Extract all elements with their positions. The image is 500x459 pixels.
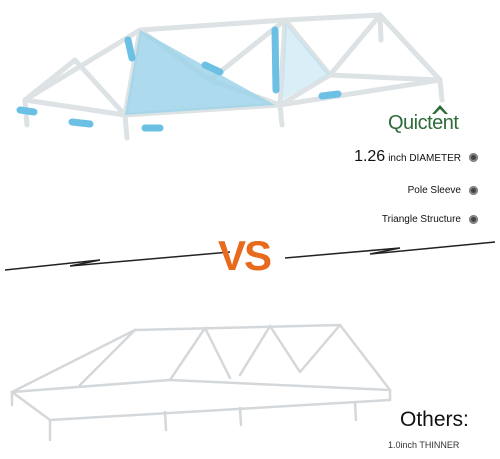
feature-diameter: 1.26 inch DIAMETER	[354, 148, 478, 166]
others-note: 1.0inch THINNER	[388, 440, 460, 450]
bullet-icon	[469, 186, 478, 195]
brand-logo: Quictent	[388, 105, 459, 135]
vs-label: VS	[218, 232, 272, 279]
feature-pole-sleeve: Pole Sleeve	[408, 185, 478, 196]
feature-triangle-structure: Triangle Structure	[382, 214, 478, 225]
others-label: Others:	[400, 408, 469, 431]
bullet-icon	[469, 152, 478, 162]
feature-pole-sleeve-label: Pole Sleeve	[407, 185, 461, 196]
roof-icon	[432, 105, 448, 114]
feature-diameter-unit: inch DIAMETER	[388, 153, 461, 164]
feature-triangle-label: Triangle Structure	[381, 214, 461, 225]
feature-diameter-value: 1.26	[354, 148, 386, 165]
bullet-icon	[469, 215, 478, 224]
brand-name: Quictent	[388, 112, 459, 134]
